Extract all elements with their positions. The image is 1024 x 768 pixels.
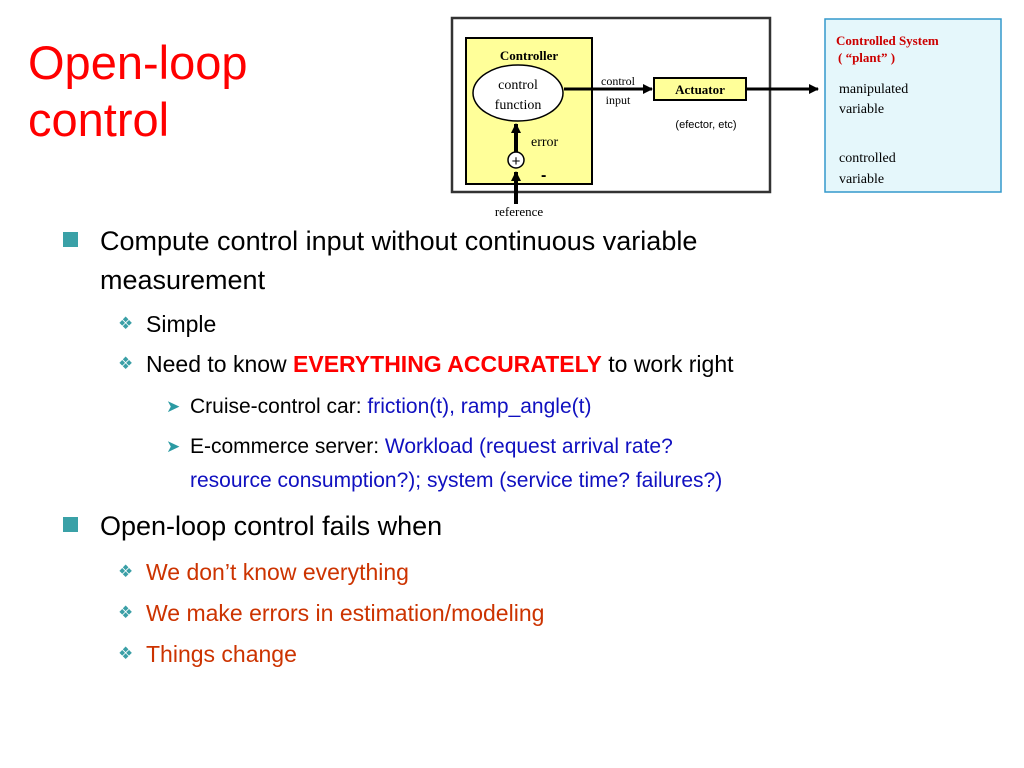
manipulated-line-2: variable: [839, 102, 884, 117]
control-input-line-2: input: [606, 93, 631, 107]
sub-bullet-errors-text: We make errors in estimation/modeling: [146, 600, 545, 626]
arrow-bullet-icon: ➤: [166, 397, 181, 416]
arrow-bullet-icon: ➤: [166, 437, 181, 456]
sub-bullet-need-to-know: ❖ Need to know EVERYTHING ACCURATELY to …: [118, 348, 734, 380]
diamond-bullet-icon: ❖: [118, 603, 134, 622]
sub-bullet-dont-know: ❖ We don’t know everything: [118, 556, 409, 588]
controller-label: Controller: [500, 48, 558, 63]
reference-label: reference: [495, 204, 544, 219]
efector-label: (efector, etc): [675, 119, 736, 131]
diamond-bullet-icon: ❖: [118, 354, 134, 373]
detail-ecommerce: ➤ E-commerce server: Workload (request a…: [166, 432, 673, 461]
bullet-fails-when: Open-loop control fails when: [63, 508, 443, 544]
sub-bullet-things-change-text: Things change: [146, 641, 297, 667]
square-bullet-icon: [63, 517, 78, 532]
detail-ecommerce-cont: resource consumption?); system (service …: [190, 466, 722, 495]
sub-bullet-dont-know-text: We don’t know everything: [146, 559, 409, 585]
ecommerce-values-line-2: resource consumption?); system (service …: [190, 469, 723, 492]
title-line-2: control: [28, 93, 170, 146]
slide-title: Open-loop control: [28, 34, 248, 148]
control-function-line-2: function: [495, 98, 542, 113]
cruise-control-prefix: Cruise-control car:: [190, 395, 368, 418]
need-to-know-suffix: to work right: [601, 351, 734, 377]
diamond-bullet-icon: ❖: [118, 644, 134, 663]
plant-title-line-2: ( “plant” ): [838, 50, 895, 65]
bullet-compute-text: Compute control input without continuous…: [100, 226, 698, 256]
diamond-bullet-icon: ❖: [118, 562, 134, 581]
detail-cruise-control: ➤ Cruise-control car: friction(t), ramp_…: [166, 392, 592, 421]
control-function-node: [472, 64, 564, 122]
control-function-line-1: control: [498, 78, 538, 93]
actuator-label: Actuator: [675, 82, 725, 97]
manipulated-line-1: manipulated: [839, 82, 908, 97]
controlled-line-1: controlled: [839, 151, 896, 166]
bullet-compute-cont-text: measurement: [100, 265, 266, 295]
control-input-line-1: control: [601, 74, 636, 88]
open-loop-diagram: Controller control function error + - re…: [450, 16, 1002, 219]
square-bullet-icon: [63, 232, 78, 247]
cruise-control-values: friction(t), ramp_angle(t): [367, 395, 592, 418]
sub-bullet-simple: ❖ Simple: [118, 308, 217, 340]
plus-sign: +: [512, 153, 521, 170]
plant-title-line-1: Controlled System: [836, 33, 939, 48]
sub-bullet-simple-text: Simple: [146, 311, 217, 337]
bullet-compute: Compute control input without continuous…: [63, 223, 698, 259]
diamond-bullet-icon: ❖: [118, 314, 134, 333]
plant-box: [824, 18, 1002, 193]
everything-accurately-emphasis: EVERYTHING ACCURATELY: [293, 351, 602, 377]
ecommerce-values-line-1: Workload (request arrival rate?: [384, 435, 673, 458]
bullet-compute-cont: measurement: [100, 262, 265, 298]
sub-bullet-things-change: ❖ Things change: [118, 638, 297, 670]
minus-sign: -: [541, 167, 546, 184]
sub-bullet-errors: ❖ We make errors in estimation/modeling: [118, 597, 545, 629]
title-line-1: Open-loop: [28, 36, 248, 89]
error-label: error: [531, 135, 559, 150]
summing-junction: [507, 151, 525, 169]
controlled-line-2: variable: [839, 172, 884, 187]
ecommerce-prefix: E-commerce server:: [190, 435, 385, 458]
need-to-know-prefix: Need to know: [146, 351, 294, 377]
bullet-fails-when-text: Open-loop control fails when: [100, 511, 443, 541]
